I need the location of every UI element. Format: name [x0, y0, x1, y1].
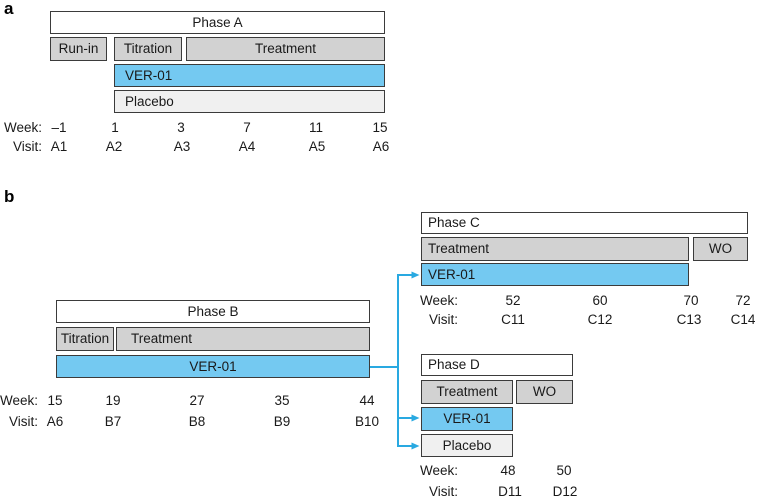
phase-b-week-tick: 19: [105, 393, 121, 408]
phase-c-stage-wo: WO: [693, 237, 748, 261]
phase-d-header: Phase D: [421, 354, 573, 376]
phase-b-visit-row-label: Visit:: [8, 414, 38, 429]
phase-a-arm-ver01: VER-01: [114, 64, 385, 87]
phase-d-week-row-label: Week:: [419, 463, 458, 478]
phase-b-week-tick: 27: [189, 393, 205, 408]
panel-a-visit-tick: A2: [105, 139, 123, 154]
panel-a-visit-tick: A4: [238, 139, 256, 154]
phase-d-week-tick: 50: [556, 463, 572, 478]
phase-c-week-tick: 72: [735, 293, 751, 308]
phase-a-stage-titration: Titration: [114, 37, 182, 61]
panel-a-visit-tick: A1: [50, 139, 68, 154]
panel-a-week-tick: 15: [372, 120, 388, 135]
panel-b-letter: b: [4, 187, 15, 206]
phase-d-visit-row-label: Visit:: [428, 484, 458, 499]
phase-b-visit-tick: B7: [104, 414, 122, 429]
phase-b-visit-tick: B10: [354, 414, 380, 429]
phase-d-week-tick: 48: [500, 463, 516, 478]
panel-a-visit-tick: A3: [173, 139, 191, 154]
phase-a-arm-placebo: Placebo: [114, 90, 385, 113]
phase-b-stage-treatment: Treatment: [116, 327, 370, 351]
phase-c-visit-row-label: Visit:: [428, 312, 458, 327]
phase-b-visit-tick: A6: [46, 414, 64, 429]
phase-d-visit-tick: D11: [498, 484, 522, 499]
panel-a-visit-tick: A5: [308, 139, 326, 154]
panel-a-week-tick: 7: [243, 120, 251, 135]
phase-c-week-tick: 52: [505, 293, 521, 308]
panel-a-letter: a: [4, 0, 14, 18]
phase-c-visit-tick: C12: [587, 312, 613, 327]
panel-a-week-tick: –1: [51, 120, 67, 135]
phase-a-header: Phase A: [50, 11, 385, 34]
phase-b-visit-tick: B8: [188, 414, 206, 429]
panel-a-week-tick: 1: [111, 120, 119, 135]
phase-a-stage-run-in: Run-in: [50, 37, 107, 61]
phase-c-arm-ver01: VER-01: [421, 263, 689, 286]
panel-a-week-tick: 3: [177, 120, 185, 135]
phase-c-visit-tick: C13: [676, 312, 702, 327]
phase-a-stage-treatment: Treatment: [186, 37, 385, 61]
phase-c-week-tick: 60: [592, 293, 608, 308]
phase-b-header: Phase B: [56, 300, 370, 323]
phase-c-stage-treatment: Treatment: [421, 237, 689, 261]
panel-a-visit-tick: A6: [372, 139, 390, 154]
phase-d-visit-tick: D12: [552, 484, 578, 499]
phase-c-header: Phase C: [421, 212, 748, 234]
phase-b-week-tick: 44: [359, 393, 375, 408]
phase-b-arm-ver01: VER-01: [56, 355, 370, 378]
phase-c-week-tick: 70: [683, 293, 699, 308]
phase-d-arm-ver01: VER-01: [421, 407, 513, 431]
phase-d-arm-placebo: Placebo: [421, 434, 513, 457]
phase-c-visit-tick: C11: [501, 312, 525, 327]
phase-d-stage-wo: WO: [516, 380, 573, 404]
phase-b-week-tick: 35: [274, 393, 290, 408]
phase-c-visit-tick: C14: [730, 312, 756, 327]
phase-b-stage-titration: Titration: [56, 327, 114, 351]
phase-b-week-row-label: Week:: [0, 393, 39, 408]
panel-a-week-tick: 11: [308, 120, 324, 135]
phase-c-week-row-label: Week:: [419, 293, 458, 308]
phase-b-week-tick: 15: [47, 393, 63, 408]
phase-d-stage-treatment: Treatment: [421, 380, 513, 404]
panel-a-visit-row-label: Visit:: [12, 139, 42, 154]
panel-a-week-row-label: Week:: [3, 120, 42, 135]
phase-b-visit-tick: B9: [273, 414, 291, 429]
